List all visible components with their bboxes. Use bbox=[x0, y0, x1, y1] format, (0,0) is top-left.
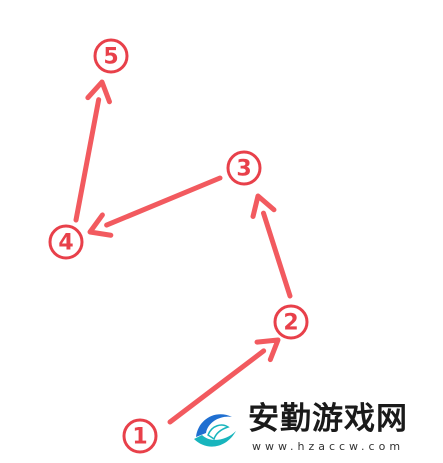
arrow-shaft bbox=[73, 97, 102, 223]
nodes-layer: 1 2 3 4 5 bbox=[48, 38, 309, 454]
step-node-ring bbox=[93, 38, 129, 74]
step-node-label: 4 bbox=[58, 231, 73, 256]
step-node-3: 3 bbox=[226, 150, 262, 186]
step-node-4: 4 bbox=[48, 224, 84, 260]
watermark-url: www.hzaccw.com bbox=[252, 440, 405, 453]
watermark-brand: 安勤游戏网 bbox=[248, 401, 408, 437]
step-node-2: 2 bbox=[273, 304, 309, 340]
arrow-2-to-3 bbox=[250, 193, 293, 299]
arrows-layer bbox=[73, 79, 293, 425]
arrow-head bbox=[87, 212, 114, 238]
logo-swoosh-teal bbox=[194, 431, 236, 447]
arrow-shaft bbox=[167, 348, 267, 425]
hzaccw-logo-icon bbox=[194, 414, 236, 447]
arrow-head bbox=[85, 79, 112, 105]
arrow-3-to-4 bbox=[87, 175, 223, 238]
step-node-ring bbox=[122, 418, 158, 454]
step-node-label: 3 bbox=[236, 157, 251, 182]
arrow-head bbox=[254, 337, 281, 363]
watermark: 安勤游戏网 www.hzaccw.com bbox=[186, 398, 438, 458]
arrow-1-to-2 bbox=[167, 337, 281, 425]
logo-swoosh-blue bbox=[196, 414, 232, 437]
logo-leaf bbox=[207, 424, 230, 441]
step-node-label: 1 bbox=[132, 425, 147, 450]
step-node-label: 5 bbox=[103, 45, 118, 70]
step-node-1: 1 bbox=[122, 418, 158, 454]
step-node-ring bbox=[48, 224, 84, 260]
step-node-ring bbox=[226, 150, 262, 186]
arrow-head bbox=[250, 193, 277, 219]
step-node-5: 5 bbox=[93, 38, 129, 74]
step-node-label: 2 bbox=[283, 311, 298, 336]
step-node-ring bbox=[273, 304, 309, 340]
arrow-4-to-5 bbox=[73, 79, 112, 223]
arrow-shaft bbox=[260, 210, 293, 299]
arrow-shaft bbox=[104, 175, 223, 228]
